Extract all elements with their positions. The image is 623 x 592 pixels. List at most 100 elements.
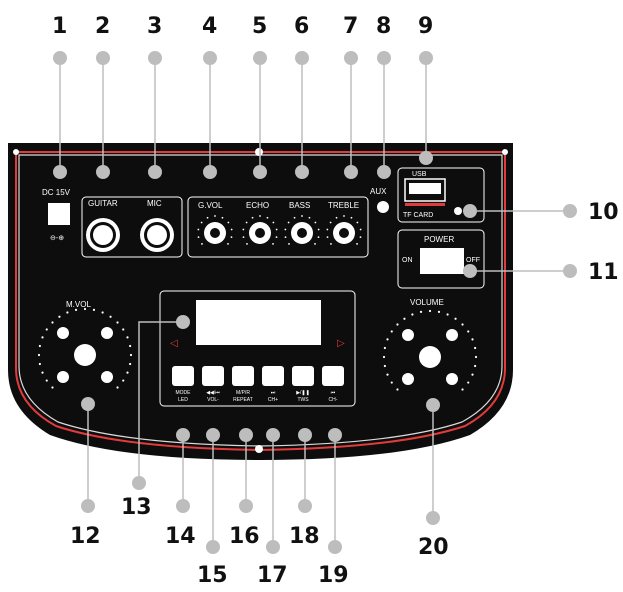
callout-dot-11 xyxy=(463,264,477,278)
g-vol-label: G.VOL xyxy=(198,201,223,210)
panel-button: ⏭CH+ xyxy=(262,366,284,403)
volume-label: VOLUME xyxy=(410,298,444,307)
callout-dot-7 xyxy=(344,165,358,179)
trim-joint-right xyxy=(502,149,508,155)
button-bottom-label: CH+ xyxy=(268,397,278,403)
callout-dot-18 xyxy=(298,499,312,513)
callout-dot-14 xyxy=(176,499,190,513)
echo-knob xyxy=(242,215,278,245)
dc-polarity-symbol: ⊖-⊕ xyxy=(50,235,64,242)
callout-dot-12 xyxy=(81,499,95,513)
ir-left-icon: ◁ xyxy=(170,338,178,349)
on-label: ON xyxy=(402,257,413,264)
callout-dot-17 xyxy=(266,540,280,554)
callout-number-15: 15 xyxy=(197,563,228,588)
callout-number-4: 4 xyxy=(202,14,218,39)
callout-number-5: 5 xyxy=(252,14,268,39)
treble-knob xyxy=(326,215,362,245)
mic-label: MIC xyxy=(147,199,162,208)
callout-number-1: 1 xyxy=(52,14,68,39)
tf-led xyxy=(454,207,462,215)
callout-dot-2 xyxy=(96,165,110,179)
callout-number-20: 20 xyxy=(418,535,449,560)
callout-dot-2 xyxy=(96,51,110,65)
trim-joint-top xyxy=(255,148,263,156)
button-bottom-label: CH- xyxy=(329,397,338,403)
callout-dot-3 xyxy=(148,165,162,179)
power-box xyxy=(397,229,485,289)
callout-dot-6 xyxy=(295,51,309,65)
usb-tf-box xyxy=(397,167,485,223)
button-top-label: ◀◀/⏮ xyxy=(206,390,220,396)
callout-leader-13 xyxy=(138,321,183,483)
callout-dot-19 xyxy=(328,540,342,554)
callout-dot-19 xyxy=(328,428,342,442)
power-switch xyxy=(420,248,464,274)
callout-dot-15 xyxy=(206,540,220,554)
volume-knob xyxy=(382,309,478,391)
callout-number-7: 7 xyxy=(343,14,359,39)
callout-dot-10 xyxy=(563,204,577,218)
power-label: POWER xyxy=(424,235,454,244)
callout-dot-17 xyxy=(266,428,280,442)
dc-label: DC 15V xyxy=(42,188,71,197)
control-box xyxy=(159,290,356,407)
callout-dot-14 xyxy=(176,428,190,442)
callout-dot-11 xyxy=(563,264,577,278)
callout-dot-20 xyxy=(426,398,440,412)
trim-joint-left xyxy=(13,149,19,155)
callout-dot-10 xyxy=(463,204,477,218)
treble-label: TREBLE xyxy=(328,201,359,210)
callout-dot-20 xyxy=(426,511,440,525)
button-top-label: ⏮ xyxy=(331,390,336,396)
callout-dot-3 xyxy=(148,51,162,65)
mic-jack xyxy=(140,218,174,252)
callout-dot-1 xyxy=(53,165,67,179)
callout-dot-18 xyxy=(298,428,312,442)
callout-number-19: 19 xyxy=(318,563,349,588)
m-vol-knob xyxy=(37,307,133,389)
button-top-label: MODE xyxy=(176,390,192,396)
panel-button: ◀◀/⏮VOL- xyxy=(202,366,224,403)
callout-number-10: 10 xyxy=(588,200,619,225)
callout-number-6: 6 xyxy=(294,14,310,39)
callout-dot-6 xyxy=(295,165,309,179)
trim-joint-bottom xyxy=(255,445,263,453)
callout-dot-9 xyxy=(419,151,433,165)
callout-dot-9 xyxy=(419,51,433,65)
button-bottom-label: TWS xyxy=(297,397,309,403)
callout-number-16: 16 xyxy=(229,524,260,549)
panel-button: ▶/❚❚TWS xyxy=(292,366,314,403)
callout-dot-5 xyxy=(253,51,267,65)
aux-jack xyxy=(377,201,389,213)
panel-button: ⏮CH- xyxy=(322,366,344,403)
button-top-label: ⏭ xyxy=(271,390,276,396)
callout-dot-13 xyxy=(132,476,146,490)
tf-card-label: TF CARD xyxy=(403,212,433,219)
off-label: OFF xyxy=(466,257,480,264)
dc-jack xyxy=(48,203,70,225)
g-vol-knob xyxy=(197,215,233,245)
callout-number-13: 13 xyxy=(121,495,152,520)
callout-number-11: 11 xyxy=(588,260,619,285)
button-bottom-label: VOL- xyxy=(207,397,219,403)
tf-slot xyxy=(405,203,445,206)
aux-label: AUX xyxy=(370,187,387,196)
bass-label: BASS xyxy=(289,201,310,210)
button-top-label: ▶/❚❚ xyxy=(296,390,310,396)
callout-dot-16 xyxy=(239,499,253,513)
callout-number-2: 2 xyxy=(95,14,111,39)
tone-knob-box xyxy=(187,196,369,258)
m-vol-label: M.VOL xyxy=(66,300,91,309)
callout-dot-5 xyxy=(253,165,267,179)
callout-number-18: 18 xyxy=(289,524,320,549)
ir-right-icon: ▷ xyxy=(337,338,345,349)
input-jack-box xyxy=(81,196,183,258)
callout-number-9: 9 xyxy=(418,14,434,39)
callout-number-3: 3 xyxy=(147,14,163,39)
callout-dot-4 xyxy=(203,165,217,179)
